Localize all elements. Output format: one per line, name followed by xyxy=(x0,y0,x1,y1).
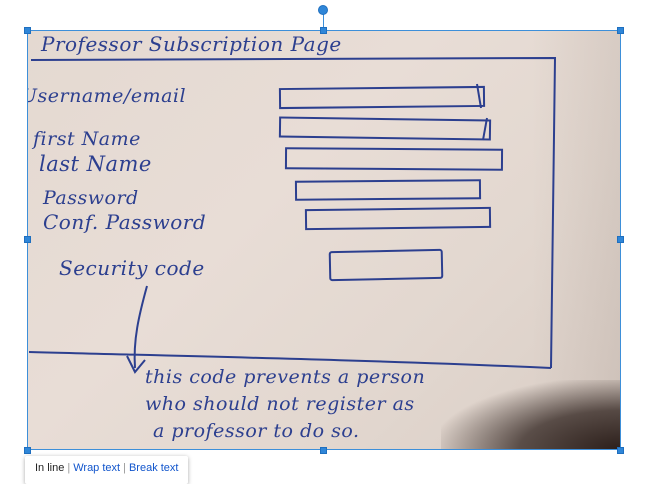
resize-handle-icon[interactable] xyxy=(617,27,624,34)
sketch-note-line-3: a professor to do so. xyxy=(153,420,360,442)
label-password: Password xyxy=(43,187,139,209)
label-confirm-password: Conf. Password xyxy=(43,210,207,234)
sketch-note-line-2: who should not register as xyxy=(145,393,415,415)
label-first-name: first Name xyxy=(33,128,141,150)
resize-handle-icon[interactable] xyxy=(24,27,31,34)
resize-handle-icon[interactable] xyxy=(617,447,624,454)
resize-handle-icon[interactable] xyxy=(24,236,31,243)
sketch-image[interactable]: Professor Subscription Page Username/ema… xyxy=(27,30,621,450)
image-selection-frame xyxy=(27,30,621,450)
label-last-name: last Name xyxy=(39,152,152,176)
layout-option-break-text[interactable]: Break text xyxy=(128,462,179,474)
label-username-email: Username/email xyxy=(27,85,187,107)
resize-handle-icon[interactable] xyxy=(617,236,624,243)
sketch-strokes xyxy=(28,56,557,374)
sketch-title: Professor Subscription Page xyxy=(41,32,342,56)
document-canvas: Professor Subscription Page Username/ema… xyxy=(24,5,624,474)
photo-shadow xyxy=(441,380,621,450)
sketch-note-line-1: this code prevents a person xyxy=(145,366,426,388)
resize-handle-icon[interactable] xyxy=(320,447,327,454)
rotate-connector xyxy=(323,12,324,30)
rotate-handle-icon[interactable] xyxy=(318,5,328,15)
label-security-code: Security code xyxy=(59,256,205,280)
layout-option-in-line[interactable]: In line xyxy=(35,462,65,474)
layout-option-wrap-text[interactable]: Wrap text xyxy=(73,462,121,474)
resize-handle-icon[interactable] xyxy=(24,447,31,454)
resize-handle-icon[interactable] xyxy=(320,27,327,34)
image-layout-toolbar: In line|Wrap text|Break text xyxy=(25,456,189,484)
